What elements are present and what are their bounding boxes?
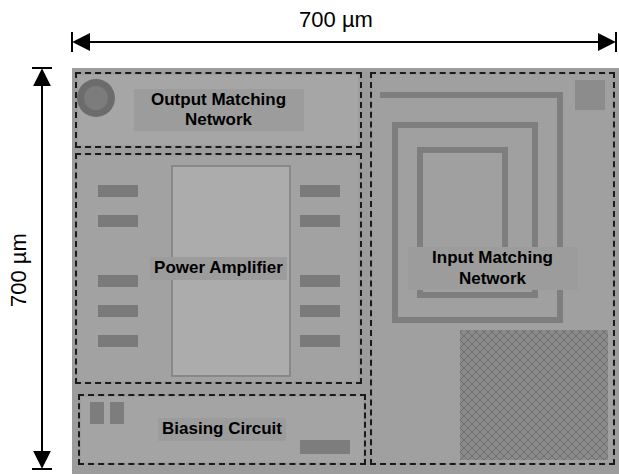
height-arrow — [41, 70, 43, 467]
region-label: Output Matching Network — [134, 89, 304, 132]
bias-region: Biasing Circuit — [78, 394, 366, 465]
amplifier-region: Power Amplifier — [75, 153, 362, 384]
width-arrow — [74, 41, 614, 43]
region-label: Biasing Circuit — [158, 418, 286, 440]
region-label: Power Amplifier — [150, 257, 287, 279]
region-label: Input Matching Network — [408, 247, 578, 290]
matching-region: Input Matching Network — [370, 72, 615, 465]
dimension-label: 700 µm — [7, 229, 31, 311]
dimension-label: 700 µm — [295, 8, 377, 32]
matching-region: Output Matching Network — [75, 72, 362, 148]
